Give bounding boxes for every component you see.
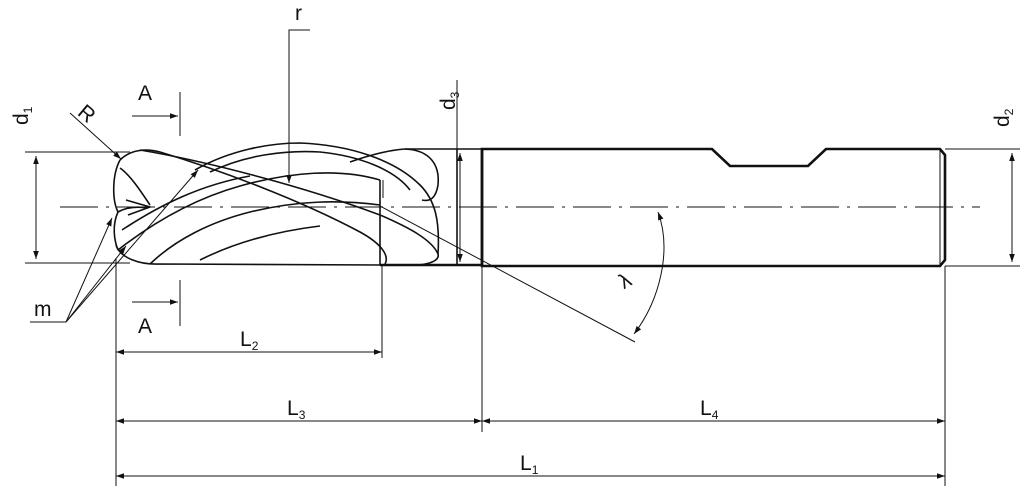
- R-label: R: [73, 100, 99, 127]
- neck: [379, 148, 482, 267]
- helix-angle-lambda: λ: [379, 205, 665, 343]
- dimension-L1: L1: [116, 452, 945, 479]
- dimension-d2: d2: [945, 108, 1020, 267]
- dimension-d1: d1: [10, 106, 130, 264]
- d1-label: d1: [10, 106, 35, 125]
- L2-label: L2: [240, 328, 259, 353]
- section-marker-bottom: A: [132, 280, 181, 338]
- section-A-bottom-label: A: [138, 315, 152, 338]
- d2-label: d2: [991, 108, 1016, 127]
- dimension-d3: d3: [437, 80, 463, 262]
- dimension-L2: L2: [116, 328, 382, 355]
- shank: [480, 147, 947, 268]
- dimension-L4: L4: [482, 397, 945, 424]
- lambda-label: λ: [615, 268, 636, 293]
- r-label: r: [295, 2, 302, 25]
- section-A-top-label: A: [138, 82, 152, 105]
- d3-label: d3: [437, 91, 462, 110]
- m-leader: m: [30, 169, 199, 323]
- dimension-L3: L3: [116, 397, 482, 424]
- radius-r-leader: r: [286, 2, 310, 183]
- corner-radius-R-leader: R: [69, 100, 122, 160]
- section-marker-top: A: [132, 82, 181, 136]
- L4-label: L4: [700, 397, 719, 422]
- L3-label: L3: [287, 397, 306, 422]
- fluted-cutting-section: [112, 142, 440, 266]
- m-label: m: [34, 298, 52, 321]
- L1-label: L1: [520, 452, 539, 477]
